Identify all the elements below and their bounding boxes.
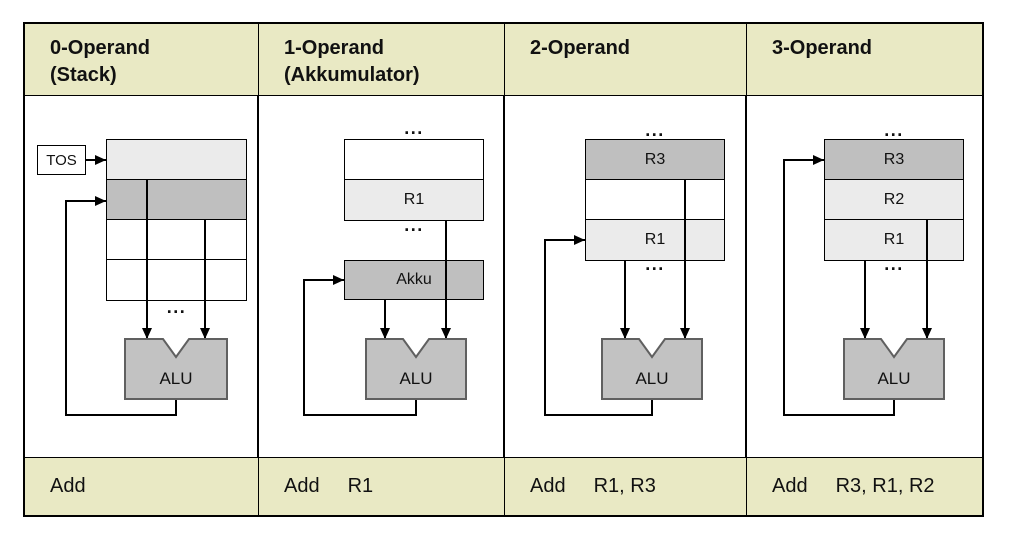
register-cell [345,140,483,180]
header-line: 2-Operand [530,37,631,59]
header-cell-0-operand: 0-Operand (Stack) [25,24,259,95]
registerfile-box: R3 R1 [585,139,725,261]
tos-label: TOS [46,151,77,169]
header-line: (Stack) [50,64,117,86]
ellipsis: ... [884,120,904,140]
register-cell-r3: R3 [586,140,724,180]
ellipsis: ... [645,120,665,140]
akku-label: Akku [396,271,432,288]
register-label: R2 [883,190,905,208]
instruction-cell: Add R1 [259,458,505,515]
alu-block [843,338,945,400]
header-line: (Akkumulator) [284,64,420,86]
register-cell-r2: R2 [825,180,963,220]
akku-box: Akku [344,260,484,300]
header-line: 3-Operand [772,37,873,59]
ellipsis: ... [645,254,665,274]
alu-block [365,338,467,400]
alu-label: ALU [635,369,668,388]
stack-cell-second [107,180,246,220]
header-line: 1-Operand [284,37,385,59]
instruction-cell: Add R1, R3 [505,458,747,515]
header-cell-1-operand: 1-Operand (Akkumulator) [259,24,505,95]
header-cell-2-operand: 2-Operand [505,24,747,95]
ellipsis: ... [404,118,424,138]
register-cell-r1: R1 [345,180,483,220]
stack-box [106,139,247,301]
mnemonic: Add [772,475,808,497]
alu-block [124,338,228,400]
ellipsis: ... [884,254,904,274]
mnemonic: Add [530,475,566,497]
header-row: 0-Operand (Stack) 1-Operand (Akkumulator… [25,24,982,96]
stack-cell [107,220,246,260]
mnemonic: Add [50,475,86,497]
tos-box: TOS [37,145,86,175]
alu-label: ALU [159,369,192,388]
instruction-cell: Add [25,458,259,515]
column-divider [745,96,747,457]
register-cell [586,180,724,220]
registerfile-box: R1 [344,139,484,221]
operands: R1 [347,475,374,497]
column-divider [257,96,259,457]
ellipsis: ... [404,215,424,235]
register-label: R3 [644,150,666,168]
register-label: R1 [403,191,425,208]
alu-label: ALU [877,369,910,388]
instruction-cell: Add R3, R1, R2 [747,458,982,515]
registerfile-box: R3 R2 R1 [824,139,964,261]
mnemonic: Add [284,475,320,497]
alu-block [601,338,703,400]
stack-cell [107,260,246,300]
diagram-row: TOS ... ... R1 ... Akku ... [25,96,982,457]
instruction-row: Add Add R1 Add R1, R3 Add R3, R1, R2 [25,457,982,515]
alu-label: ALU [399,369,432,388]
header-line: 0-Operand [50,37,151,59]
register-label: R1 [883,231,905,248]
operands: R3, R1, R2 [835,475,935,497]
stack-cell-top [107,140,246,180]
header-cell-3-operand: 3-Operand [747,24,982,95]
register-cell-r3: R3 [825,140,963,180]
operand-architecture-table: 0-Operand (Stack) 1-Operand (Akkumulator… [23,22,984,517]
register-label: R3 [883,150,905,168]
ellipsis: ... [166,297,187,317]
alu-result-feedback-arrow [303,275,417,416]
operands: R1, R3 [593,475,656,497]
register-label: R1 [644,231,666,248]
column-divider [503,96,505,457]
